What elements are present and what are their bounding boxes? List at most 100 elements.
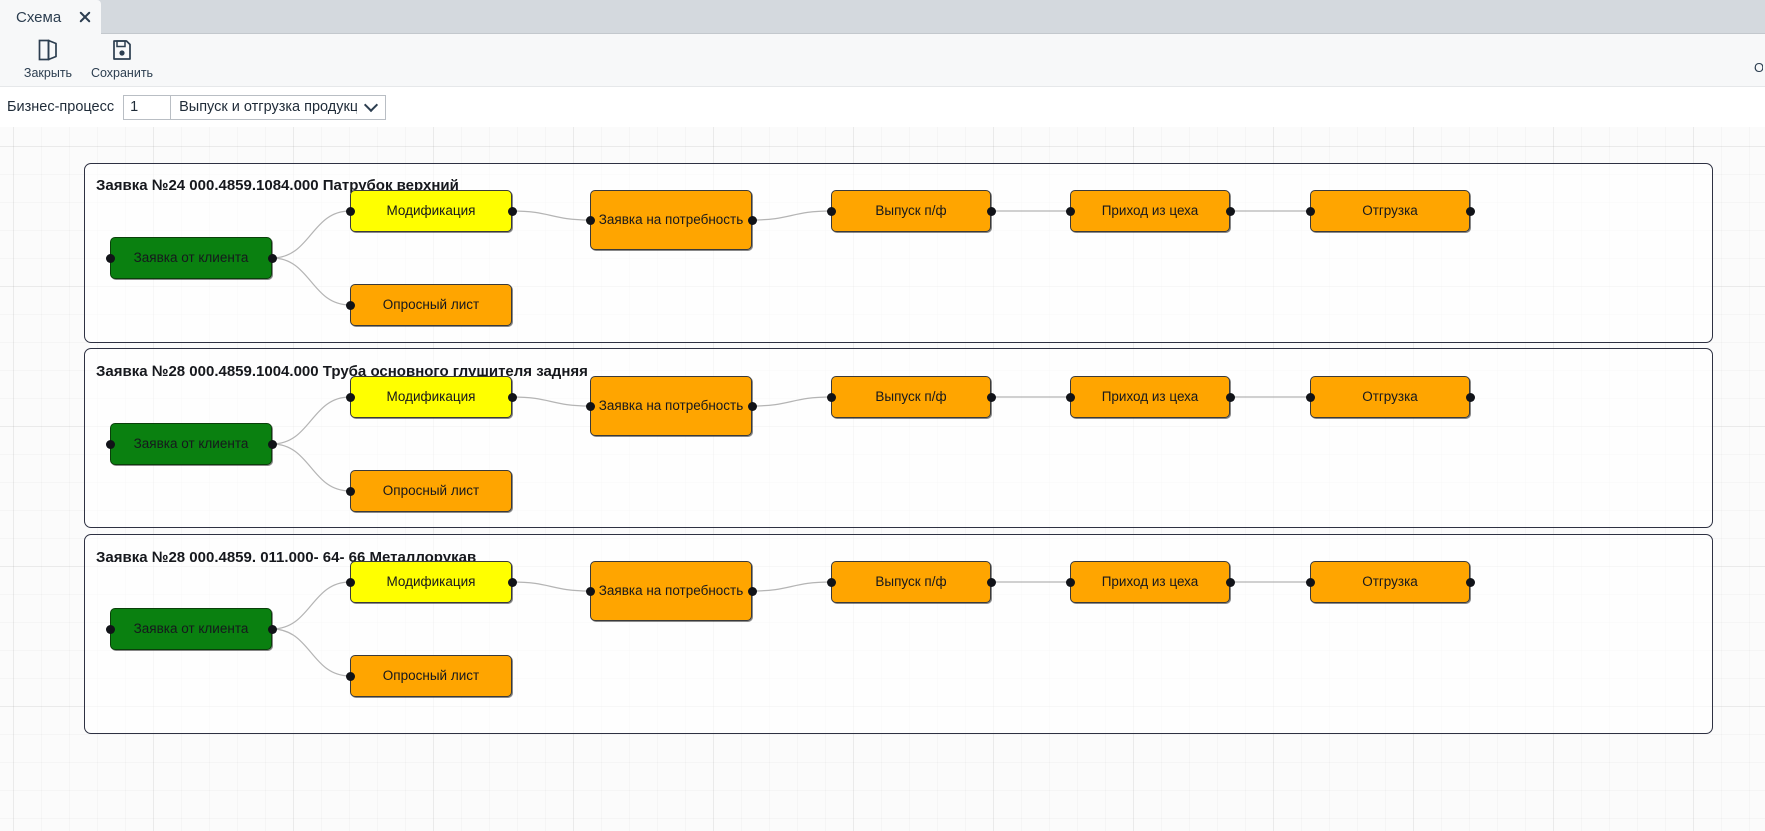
diagram-node[interactable]: Модификация	[350, 190, 512, 232]
diagram-node-label: Приход из цеха	[1101, 203, 1199, 219]
node-port-in[interactable]	[345, 577, 355, 587]
close-button-label: Закрыть	[23, 66, 73, 80]
door-exit-icon	[37, 37, 59, 63]
diagram-node-label: Заявка от клиента	[133, 436, 249, 452]
business-process-label: Бизнес-процесс	[7, 99, 115, 115]
diagram-node[interactable]: Отгрузка	[1310, 561, 1470, 603]
diagram-node[interactable]: Приход из цеха	[1070, 376, 1230, 418]
diagram-canvas[interactable]: Заявка №24 000.4859.1084.000 Патрубок ве…	[0, 127, 1765, 831]
diagram-node[interactable]: Отгрузка	[1310, 190, 1470, 232]
diagram-node[interactable]: Приход из цеха	[1070, 190, 1230, 232]
chevron-down-icon[interactable]	[366, 100, 377, 111]
diagram-node-label: Отгрузка	[1362, 203, 1418, 219]
node-port-out[interactable]	[1465, 206, 1475, 216]
node-port-out[interactable]	[267, 253, 277, 263]
diagram-group-title: Заявка №24 000.4859.1084.000 Патрубок ве…	[96, 177, 459, 194]
diagram-node[interactable]: Выпуск п/ф	[831, 376, 991, 418]
node-port-out[interactable]	[1225, 577, 1235, 587]
diagram-node-label: Приход из цеха	[1101, 389, 1199, 405]
diagram-node-label: Опросный лист	[382, 483, 480, 499]
diagram-group-title: Заявка №28 000.4859.1004.000 Труба основ…	[96, 363, 588, 380]
diagram-node[interactable]: Заявка на потребность	[590, 190, 752, 250]
diagram-node[interactable]: Выпуск п/ф	[831, 561, 991, 603]
node-port-out[interactable]	[747, 586, 757, 596]
diagram-node-label: Опросный лист	[382, 297, 480, 313]
node-port-in[interactable]	[826, 206, 836, 216]
diagram-node[interactable]: Приход из цеха	[1070, 561, 1230, 603]
diagram-node-label: Заявка на потребность	[598, 212, 744, 228]
diagram-node[interactable]: Заявка от клиента	[110, 608, 272, 650]
diagram-node-label: Отгрузка	[1362, 574, 1418, 590]
diagram-node[interactable]: Отгрузка	[1310, 376, 1470, 418]
diagram-node-label: Заявка от клиента	[133, 250, 249, 266]
node-port-in[interactable]	[345, 671, 355, 681]
business-process-number-input[interactable]	[123, 94, 172, 120]
node-port-out[interactable]	[986, 577, 996, 587]
node-port-in[interactable]	[585, 401, 595, 411]
node-port-out[interactable]	[747, 215, 757, 225]
diagram-node-label: Модификация	[386, 389, 476, 405]
node-port-in[interactable]	[1065, 577, 1075, 587]
node-port-in[interactable]	[345, 206, 355, 216]
diagram-node[interactable]: Заявка от клиента	[110, 423, 272, 465]
diagram-node-label: Опросный лист	[382, 668, 480, 684]
tab-schema[interactable]: Схема	[0, 0, 102, 34]
node-port-in[interactable]	[1305, 392, 1315, 402]
node-port-out[interactable]	[507, 206, 517, 216]
node-port-in[interactable]	[826, 577, 836, 587]
node-port-out[interactable]	[747, 401, 757, 411]
node-port-in[interactable]	[1305, 206, 1315, 216]
node-port-in[interactable]	[105, 624, 115, 634]
business-process-select-value: Выпуск и отгрузка продукции	[179, 99, 358, 115]
node-port-in[interactable]	[1065, 392, 1075, 402]
diagram-node[interactable]: Заявка на потребность	[590, 376, 752, 436]
node-port-in[interactable]	[105, 253, 115, 263]
save-button-label: Сохранить	[90, 66, 154, 80]
diagram-node[interactable]: Заявка на потребность	[590, 561, 752, 621]
business-process-bar: Бизнес-процесс Выпуск и отгрузка продукц…	[0, 87, 1765, 127]
diagram-node[interactable]: Опросный лист	[350, 284, 512, 326]
toolbar-overflow-text: О	[1754, 60, 1763, 75]
diagram-node-label: Заявка на потребность	[598, 398, 744, 414]
node-port-in[interactable]	[105, 439, 115, 449]
node-port-out[interactable]	[986, 206, 996, 216]
tab-schema-label: Схема	[16, 8, 62, 26]
diagram-node[interactable]: Опросный лист	[350, 470, 512, 512]
node-port-in[interactable]	[826, 392, 836, 402]
close-button[interactable]: Закрыть	[2, 37, 94, 80]
node-port-in[interactable]	[1065, 206, 1075, 216]
diagram-node-label: Выпуск п/ф	[875, 389, 947, 405]
node-port-in[interactable]	[585, 586, 595, 596]
diagram-node-label: Выпуск п/ф	[875, 574, 947, 590]
tab-bar: Схема	[0, 0, 1765, 34]
node-port-in[interactable]	[345, 486, 355, 496]
diagram-node-label: Приход из цеха	[1101, 574, 1199, 590]
diagram-node-label: Заявка от клиента	[133, 621, 249, 637]
node-port-out[interactable]	[267, 624, 277, 634]
node-port-out[interactable]	[507, 392, 517, 402]
node-port-out[interactable]	[1225, 206, 1235, 216]
diagram-node[interactable]: Модификация	[350, 376, 512, 418]
diagram-node[interactable]: Модификация	[350, 561, 512, 603]
business-process-select[interactable]: Выпуск и отгрузка продукции	[171, 94, 387, 120]
diagram-node-label: Заявка на потребность	[598, 583, 744, 599]
diagram-node[interactable]: Выпуск п/ф	[831, 190, 991, 232]
node-port-in[interactable]	[585, 215, 595, 225]
close-icon[interactable]	[77, 9, 93, 25]
node-port-out[interactable]	[507, 577, 517, 587]
floppy-disk-icon	[111, 37, 133, 63]
diagram-node[interactable]: Опросный лист	[350, 655, 512, 697]
business-process-control: Выпуск и отгрузка продукции	[123, 94, 387, 120]
diagram-node-label: Модификация	[386, 203, 476, 219]
node-port-out[interactable]	[986, 392, 996, 402]
node-port-out[interactable]	[1225, 392, 1235, 402]
save-button[interactable]: Сохранить	[76, 37, 168, 80]
diagram-node-label: Модификация	[386, 574, 476, 590]
node-port-in[interactable]	[345, 300, 355, 310]
node-port-out[interactable]	[267, 439, 277, 449]
node-port-in[interactable]	[1305, 577, 1315, 587]
diagram-node[interactable]: Заявка от клиента	[110, 237, 272, 279]
node-port-out[interactable]	[1465, 392, 1475, 402]
node-port-out[interactable]	[1465, 577, 1475, 587]
node-port-in[interactable]	[345, 392, 355, 402]
